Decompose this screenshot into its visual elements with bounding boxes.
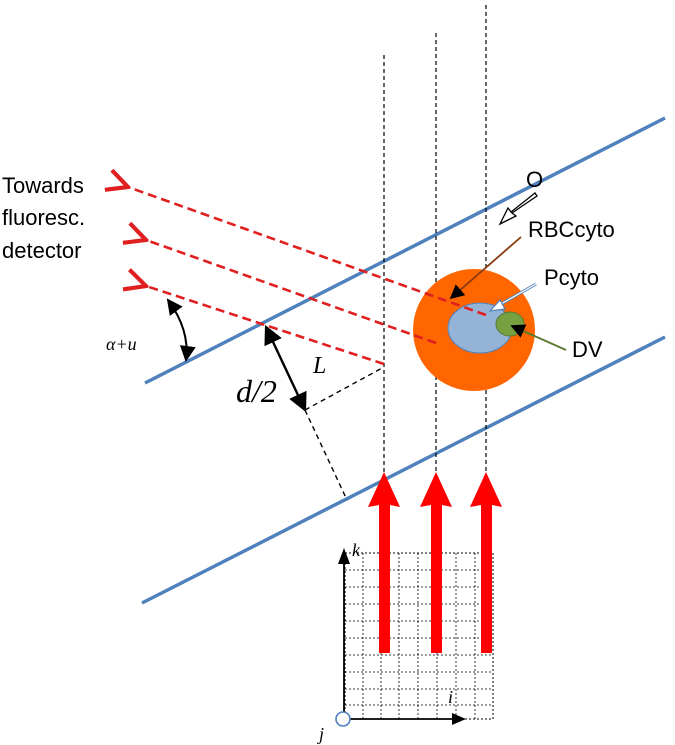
pointers bbox=[449, 192, 567, 351]
beam-paths bbox=[383, 5, 487, 480]
incident-beam-1-head bbox=[368, 472, 400, 507]
towards-label-line2: fluoresc. bbox=[2, 205, 85, 230]
incident-beam-3 bbox=[481, 503, 492, 653]
k-axis-label: k bbox=[352, 540, 361, 560]
upper-boundary-line bbox=[144, 116, 666, 385]
incident-beam-3-head bbox=[470, 472, 502, 507]
d-half-dimension-arrow bbox=[264, 324, 307, 413]
digestive-vacuole-ellipse bbox=[495, 311, 525, 337]
rbc-pointer-line bbox=[449, 236, 522, 300]
angle-label: α+u bbox=[106, 334, 137, 354]
rbc-cytoplasm-label: RBCcyto bbox=[528, 217, 615, 242]
dv-pointer-line bbox=[510, 324, 567, 351]
emission-ray-1 bbox=[128, 187, 487, 317]
towards-label-line1: Towards bbox=[2, 173, 84, 198]
coordinate-axes bbox=[335, 548, 466, 727]
digestive-vacuole-label: DV bbox=[572, 337, 603, 362]
pcyto-pointer-head bbox=[488, 298, 506, 312]
incident-beam-2-head bbox=[420, 472, 452, 507]
i-axis-label: i bbox=[448, 687, 453, 707]
incident-beam-arrows bbox=[368, 472, 502, 653]
parasite-cytoplasm-label: Pcyto bbox=[544, 265, 599, 290]
i-axis-arrowhead bbox=[452, 713, 466, 725]
d-half-label: d/2 bbox=[236, 373, 277, 409]
l-segment-line bbox=[304, 366, 385, 411]
k-axis-arrowhead bbox=[338, 548, 350, 564]
emission-ray-2 bbox=[146, 240, 437, 345]
incident-beam-1 bbox=[379, 503, 390, 653]
emission-rays bbox=[128, 187, 487, 366]
lower-boundary-line bbox=[141, 335, 666, 605]
j-axis-label: j bbox=[317, 724, 324, 744]
j-axis-origin bbox=[335, 711, 351, 727]
geometry-construction bbox=[166, 298, 385, 501]
o-pointer-arrow bbox=[498, 192, 538, 226]
incident-beam-2 bbox=[431, 503, 442, 653]
l-label: L bbox=[312, 353, 326, 379]
o-label: O bbox=[526, 167, 543, 192]
voxel-grid bbox=[344, 552, 494, 720]
angle-arc bbox=[166, 298, 196, 362]
d-half-extension-line bbox=[304, 409, 348, 501]
towards-label-line3: detector bbox=[2, 238, 82, 263]
